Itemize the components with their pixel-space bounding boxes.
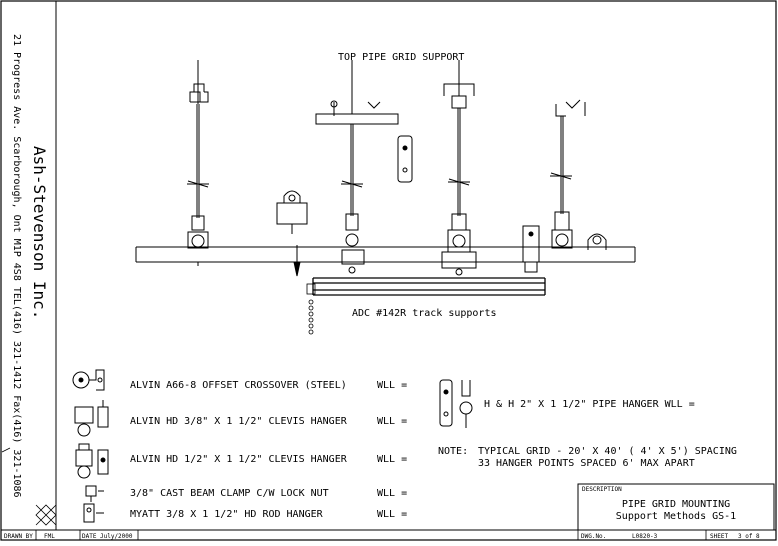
hanger-assembly-4 [550,99,586,249]
hanger-assembly-1 [187,60,209,266]
mounting-plate [397,135,413,183]
date-label: DATE [82,533,97,540]
note-label: NOTE: [438,446,468,457]
dwg-label: DWG.No. [581,533,606,540]
legend-item-4-wll: WLL = [377,488,407,499]
sheet-value: 3 of 8 [738,533,760,540]
legend-item-5-wll: WLL = [377,509,407,520]
track-rails [312,277,546,296]
company-address: 21 Progress Ave. Scarborough, Ont M1P 4S… [11,34,22,498]
legend-item-4-label: 3/8" CAST BEAM CLAMP C/W LOCK NUT [130,488,329,499]
north-arrow-icon [1,447,57,526]
legend-item-1-wll: WLL = [377,380,407,391]
cast-beam-clamp-icon [85,485,104,502]
top-title: TOP PIPE GRID SUPPORT [338,52,464,63]
beam-clamp-assembly [276,190,308,277]
title-line-2: Support Methods GS-1 [616,511,736,522]
legend-item-2-label: ALVIN HD 3/8" X 1 1/2" CLEVIS HANGER [130,416,348,427]
legend-item-2-wll: WLL = [377,416,407,427]
company-name: Ash-Stevenson Inc. [30,146,49,319]
pipe-hanger-icon [439,379,473,428]
date-value: July/2000 [100,533,133,540]
pipe-hanger-label: H & H 2" X 1 1/2" PIPE HANGER WLL = [484,399,695,410]
title-block [577,483,775,531]
note-line-2: 33 HANGER POINTS SPACED 6' MAX APART [478,458,695,469]
clevis-hanger-1-2-icon [75,443,109,479]
title-line-1: PIPE GRID MOUNTING [622,499,730,510]
drawn-by-label: DRAWN BY [4,533,33,540]
u-bolt [587,233,607,250]
sheet-label: SHEET [710,533,728,540]
description-label: DESCRIPTION [582,486,622,493]
rod-hanger-icon [83,503,104,523]
hanger-assembly-3 [441,60,477,276]
dwg-value: L0820-3 [632,533,658,540]
track-chain [306,283,316,335]
clevis-hanger-3-8-icon [74,400,109,437]
hanger-assembly-2 [315,60,399,274]
track-label: ADC #142R track supports [352,308,497,319]
offset-crossover-icon [72,369,105,391]
legend-item-5-label: MYATT 3/8 X 1 1/2" HD ROD HANGER [130,509,324,520]
note-line-1: TYPICAL GRID - 20' X 40' ( 4' X 5') SPAC… [478,446,737,457]
main-pipe [135,246,636,263]
legend-item-3-label: ALVIN HD 1/2" X 1 1/2" CLEVIS HANGER [130,454,348,465]
pipe-clamp-block [522,225,540,273]
legend-item-1-label: ALVIN A66-8 OFFSET CROSSOVER (STEEL) [130,380,347,391]
legend-item-3-wll: WLL = [377,454,407,465]
drawn-by-value: FML [44,533,55,540]
footer-row [35,530,707,540]
